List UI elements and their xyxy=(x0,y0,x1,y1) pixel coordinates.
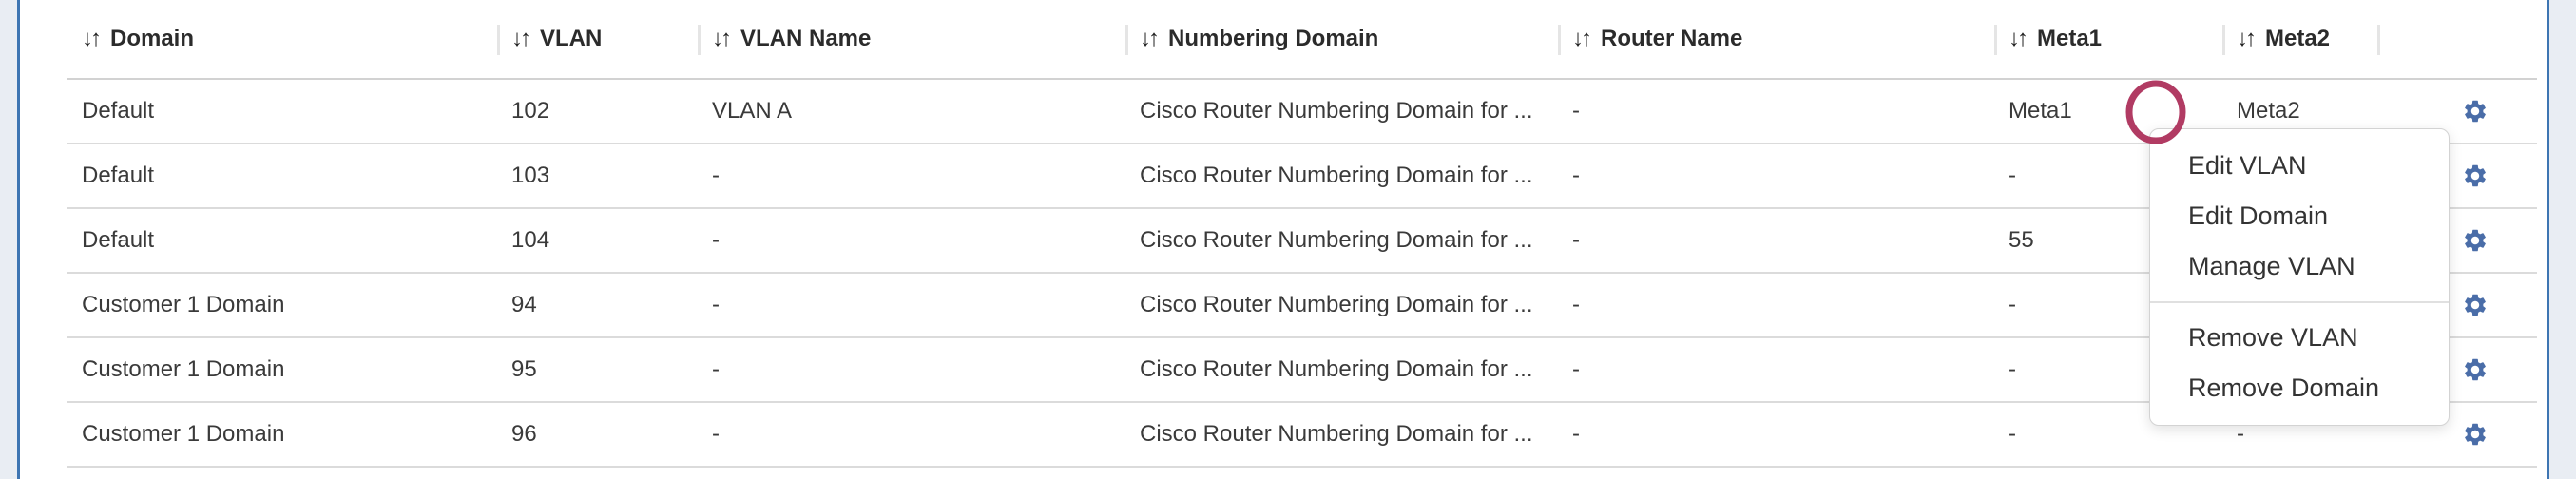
column-label: Numbering Domain xyxy=(1168,26,1379,51)
cell-vlan-name: - xyxy=(698,402,1125,468)
table-panel: ↓↑ Domain ↓↑ VLAN ↓↑ VLAN Name ↓↑ Numbering … xyxy=(17,0,2549,479)
column-label: VLAN Name xyxy=(740,26,872,51)
row-actions-gear-button[interactable] xyxy=(2459,418,2491,450)
column-label: Meta1 xyxy=(2037,26,2103,51)
sort-icon: ↓↑ xyxy=(82,26,102,51)
cell-domain: Default xyxy=(67,208,497,274)
cell-vlan: 96 xyxy=(497,402,698,468)
cell-router-name: - xyxy=(1558,144,1994,209)
cell-vlan: 95 xyxy=(497,337,698,403)
cell-numbering-domain: Cisco Router Numbering Domain for ... xyxy=(1125,402,1558,468)
column-header-meta2[interactable]: ↓↑ Meta2 xyxy=(2222,0,2377,80)
column-header-vlan[interactable]: ↓↑ VLAN xyxy=(497,0,698,80)
column-label: VLAN xyxy=(540,26,603,51)
menu-item-edit-domain[interactable]: Edit Domain xyxy=(2188,201,2329,230)
cell-numbering-domain: Cisco Router Numbering Domain for ... xyxy=(1125,144,1558,209)
column-header-numbering-domain[interactable]: ↓↑ Numbering Domain xyxy=(1125,0,1558,80)
sort-icon: ↓↑ xyxy=(712,26,732,51)
cell-router-name: - xyxy=(1558,79,1994,144)
gear-icon xyxy=(2465,423,2486,446)
cell-vlan-name: - xyxy=(698,273,1125,338)
gear-icon xyxy=(2465,100,2486,123)
menu-divider xyxy=(2150,301,2449,303)
cell-vlan: 103 xyxy=(497,144,698,209)
table-header-row: ↓↑ Domain ↓↑ VLAN ↓↑ VLAN Name ↓↑ Numbering … xyxy=(67,0,2537,80)
cell-domain: Default xyxy=(67,144,497,209)
column-header-domain[interactable]: ↓↑ Domain xyxy=(67,0,497,80)
column-header-router-name[interactable]: ↓↑ Router Name xyxy=(1558,0,1994,80)
menu-item-remove-domain[interactable]: Remove Domain xyxy=(2188,374,2380,402)
table-row: Default 102 VLAN A Cisco Router Numberin… xyxy=(67,79,2537,144)
row-actions-gear-button[interactable] xyxy=(2459,160,2491,192)
column-header-actions xyxy=(2377,0,2537,80)
gear-icon xyxy=(2465,164,2486,187)
row-actions-gear-button[interactable] xyxy=(2459,289,2491,321)
cell-numbering-domain: Cisco Router Numbering Domain for ... xyxy=(1125,337,1558,403)
cell-domain: Default xyxy=(67,79,497,144)
cell-vlan-name: VLAN A xyxy=(698,79,1125,144)
cell-domain: Customer 1 Domain xyxy=(67,402,497,468)
row-actions-gear-button[interactable] xyxy=(2459,354,2491,386)
cell-vlan: 94 xyxy=(497,273,698,338)
sort-icon: ↓↑ xyxy=(2237,26,2257,51)
gear-icon xyxy=(2465,294,2486,316)
cell-router-name: - xyxy=(1558,273,1994,338)
menu-item-edit-vlan[interactable]: Edit VLAN xyxy=(2188,151,2307,180)
table-row: Default 104 - Cisco Router Numbering Dom… xyxy=(67,208,2537,274)
cell-vlan: 102 xyxy=(497,79,698,144)
sort-icon: ↓↑ xyxy=(511,26,531,51)
cell-router-name: - xyxy=(1558,402,1994,468)
cell-domain: Customer 1 Domain xyxy=(67,273,497,338)
sort-icon: ↓↑ xyxy=(2009,26,2028,51)
column-label: Meta2 xyxy=(2265,26,2331,51)
table-row: Customer 1 Domain 96 - Cisco Router Numb… xyxy=(67,402,2537,468)
cell-router-name: - xyxy=(1558,337,1994,403)
column-label: Router Name xyxy=(1601,26,1743,51)
gear-icon xyxy=(2465,358,2486,381)
cell-vlan-name: - xyxy=(698,208,1125,274)
cell-numbering-domain: Cisco Router Numbering Domain for ... xyxy=(1125,273,1558,338)
sort-icon: ↓↑ xyxy=(1140,26,1160,51)
column-header-meta1[interactable]: ↓↑ Meta1 xyxy=(1994,0,2222,80)
cell-domain: Customer 1 Domain xyxy=(67,337,497,403)
row-actions-gear-button[interactable] xyxy=(2459,95,2491,127)
column-header-vlan-name[interactable]: ↓↑ VLAN Name xyxy=(698,0,1125,80)
gear-icon xyxy=(2465,229,2486,252)
menu-item-manage-vlan[interactable]: Manage VLAN xyxy=(2188,252,2355,280)
row-actions-gear-button[interactable] xyxy=(2459,224,2491,257)
cell-vlan-name: - xyxy=(698,144,1125,209)
row-actions-menu: Edit VLAN Edit Domain Manage VLAN Remove… xyxy=(2149,128,2450,426)
cell-vlan-name: - xyxy=(698,337,1125,403)
cell-numbering-domain: Cisco Router Numbering Domain for ... xyxy=(1125,79,1558,144)
cell-router-name: - xyxy=(1558,208,1994,274)
cell-numbering-domain: Cisco Router Numbering Domain for ... xyxy=(1125,208,1558,274)
sort-icon: ↓↑ xyxy=(1572,26,1592,51)
menu-item-remove-vlan[interactable]: Remove VLAN xyxy=(2188,323,2358,352)
cell-vlan: 104 xyxy=(497,208,698,274)
column-label: Domain xyxy=(110,26,195,51)
